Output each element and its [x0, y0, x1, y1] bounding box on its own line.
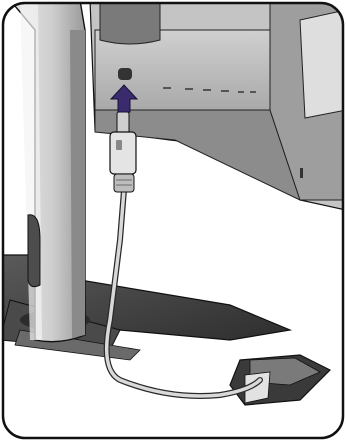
usb-port: [118, 68, 132, 80]
